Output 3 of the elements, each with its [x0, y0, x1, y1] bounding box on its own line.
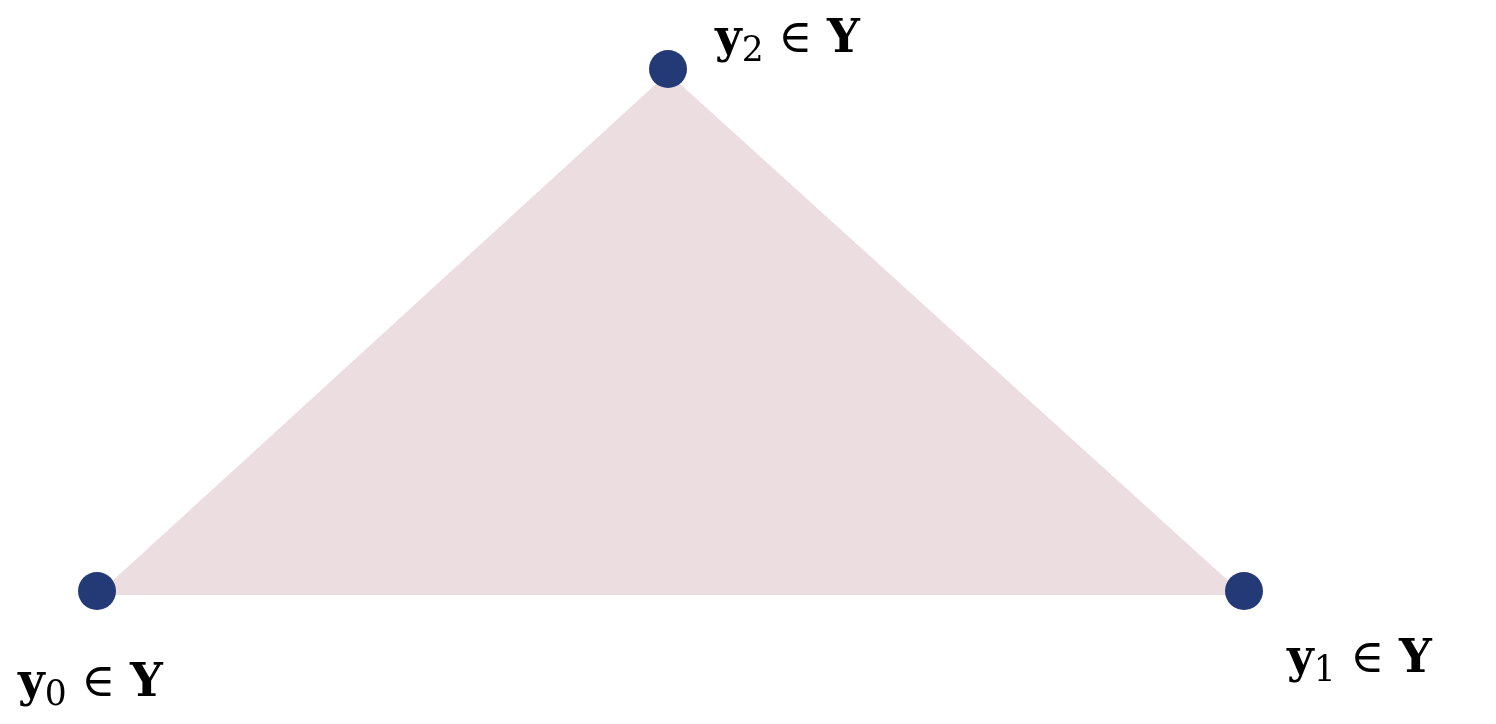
vertex-label: y$_{2}$ ∈ Y — [715, 8, 860, 66]
vertex-label: y$_{1}$ ∈ Y — [1287, 628, 1432, 686]
vertex-label: y$_{0}$ ∈ Y — [18, 652, 163, 710]
